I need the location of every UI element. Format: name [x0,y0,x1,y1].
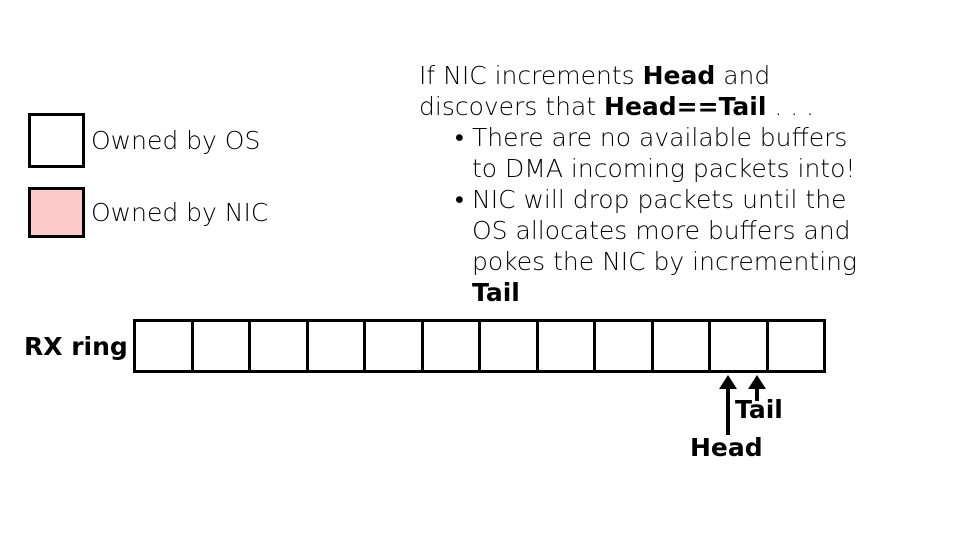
legend-swatch-owned-by-nic [28,187,85,238]
text-run: There are no available buffers to DMA in… [472,123,856,183]
rx-ring-cell [423,322,481,370]
explanation-text-block: If NIC increments Head and discovers tha… [419,60,879,308]
text-run: . . . [766,92,815,121]
arrow-up-icon [748,375,766,389]
rx-ring-cell [538,322,596,370]
rx-ring-cell [193,322,251,370]
legend-label-owned-by-os: Owned by OS [91,126,261,155]
text-run: If NIC increments [419,61,643,90]
arrow-up-icon [719,375,737,389]
list-item: • NIC will drop packets until the OS allo… [419,184,879,308]
bullet-icon: • [455,123,464,152]
rx-ring-cell [653,322,711,370]
rx-ring-cell [596,322,654,370]
rx-ring-label: RX ring [24,332,128,361]
rx-ring-descriptor-array [133,319,826,373]
legend-swatch-owned-by-os [28,113,85,168]
bullet-icon: • [455,185,464,214]
intro-paragraph: If NIC increments Head and discovers tha… [419,60,879,122]
text-run: NIC will drop packets until the OS alloc… [472,185,857,276]
emphasised-term: Tail [472,278,520,307]
rx-ring-cell [308,322,366,370]
legend-label-owned-by-nic: Owned by NIC [91,198,269,227]
arrow-shaft [755,387,759,401]
rx-ring-cell [251,322,309,370]
rx-ring-cell [136,322,194,370]
emphasised-term: Head==Tail [604,92,767,121]
rx-ring-cell [711,322,769,370]
list-item: • There are no available buffers to DMA i… [419,122,879,184]
head-pointer-label: Head [690,433,763,462]
rx-ring-cell [366,322,424,370]
rx-ring-cell [768,322,823,370]
emphasised-term: Head [642,61,716,90]
arrow-shaft [726,387,730,435]
bullet-list: • There are no available buffers to DMA i… [419,122,879,308]
text-run: and discovers that [419,61,771,121]
rx-ring-cell [481,322,539,370]
tail-pointer-label: Tail [735,395,783,424]
